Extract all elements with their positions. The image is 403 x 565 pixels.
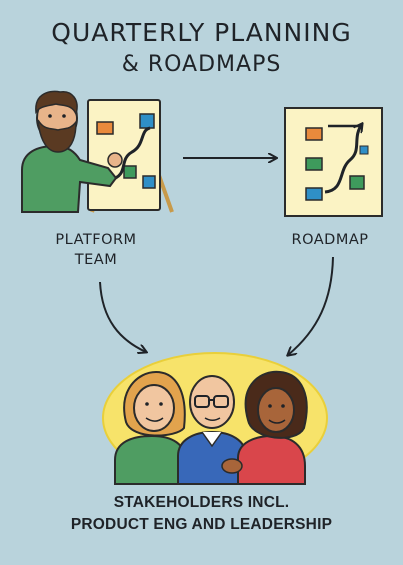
roadmap-label: ROADMAP bbox=[291, 232, 369, 248]
arrow-roadmap-to-stakeholders bbox=[288, 256, 334, 355]
easel-board-icon bbox=[87, 99, 174, 213]
roadmap-board-icon bbox=[284, 107, 383, 217]
arrow-platform-to-stakeholders bbox=[99, 281, 146, 352]
stakeholders-label: STAKEHOLDERS INCL. PRODUCT ENG AND LEADE… bbox=[70, 494, 333, 533]
title-line-1: QUARTERLY PLANNING bbox=[51, 18, 352, 47]
presenter-person-icon bbox=[21, 90, 123, 213]
title-line-2: & ROADMAPS bbox=[121, 52, 282, 77]
platform-team-label: PLATFORM TEAM bbox=[55, 232, 137, 268]
stakeholders-group-icon bbox=[102, 352, 328, 485]
